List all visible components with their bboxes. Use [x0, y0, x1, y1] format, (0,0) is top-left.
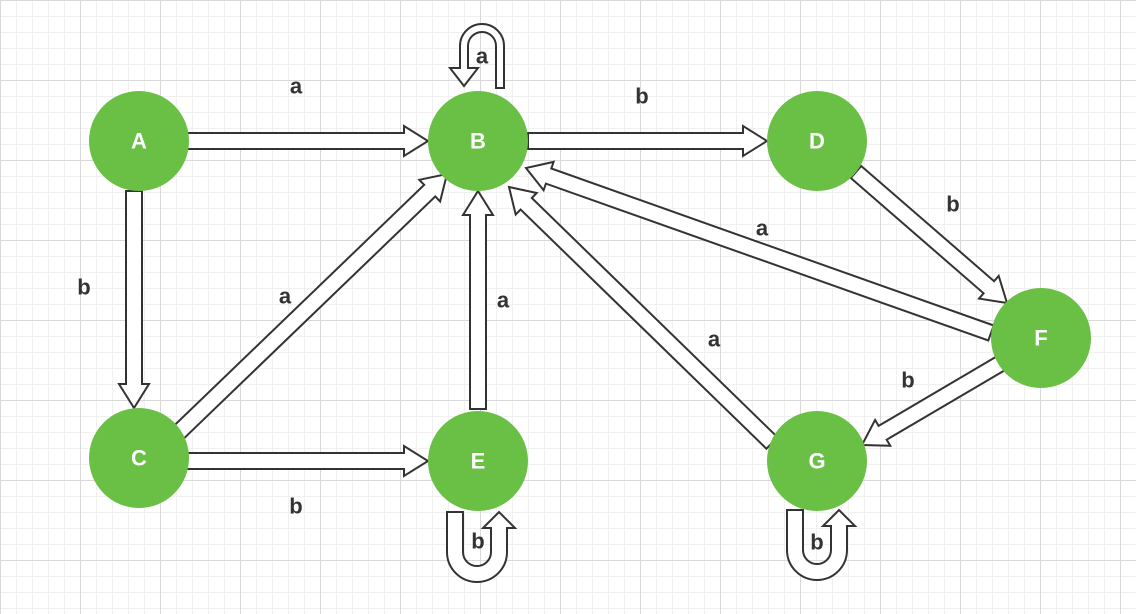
state-node-C: C: [89, 408, 189, 508]
edge-arrow-D-F: [849, 164, 1009, 305]
state-node-E: E: [428, 411, 528, 511]
edge-arrow-E-B: [461, 189, 495, 410]
edge-arrow-B-D: [527, 124, 769, 158]
state-node-A: A: [89, 91, 189, 191]
state-circle-B: [428, 91, 528, 191]
state-circle-C: [89, 408, 189, 508]
self-loop-arrow-G: [786, 508, 858, 581]
edge-label-D-F: b: [946, 192, 959, 217]
state-label-C: C: [131, 446, 147, 471]
edge-arrow-G-B: [507, 185, 780, 451]
edge-arrow-A-B: [186, 124, 430, 158]
state-circle-A: [89, 91, 189, 191]
edge-label-A-B: a: [290, 74, 303, 99]
edge-arrow-F-G: [860, 353, 1009, 447]
edge-label-G-G: b: [810, 530, 823, 555]
state-node-B: B: [428, 91, 528, 191]
state-label-B: B: [470, 129, 486, 154]
edge-label-C-B: a: [279, 284, 292, 309]
state-node-G: G: [767, 411, 867, 511]
edge-label-F-G: b: [901, 368, 914, 393]
self-loop-arrow-E: [446, 510, 518, 583]
edge-label-E-B: a: [497, 288, 510, 313]
edge-label-C-E: b: [289, 494, 302, 519]
state-label-G: G: [808, 449, 825, 474]
state-circle-E: [428, 411, 528, 511]
state-node-D: D: [767, 91, 867, 191]
edge-arrow-F-B: [524, 160, 995, 342]
edge-label-B-B: a: [476, 44, 489, 69]
self-loop-arrow-B: [447, 23, 505, 89]
state-circle-F: [991, 288, 1091, 388]
state-node-F: F: [991, 288, 1091, 388]
state-label-A: A: [131, 129, 147, 154]
state-circle-D: [767, 91, 867, 191]
edge-label-G-B: a: [708, 327, 721, 352]
state-label-E: E: [471, 449, 486, 474]
state-circle-G: [767, 411, 867, 511]
edge-arrow-A-C: [117, 190, 151, 410]
edge-label-A-C: b: [77, 275, 90, 300]
edge-label-F-B: a: [756, 216, 769, 241]
edge-arrow-C-B: [171, 172, 449, 441]
edge-arrow-C-E: [186, 444, 430, 478]
state-label-F: F: [1034, 326, 1047, 351]
edge-label-B-D: b: [635, 84, 648, 109]
edge-label-E-E: b: [471, 529, 484, 554]
state-label-D: D: [809, 129, 825, 154]
